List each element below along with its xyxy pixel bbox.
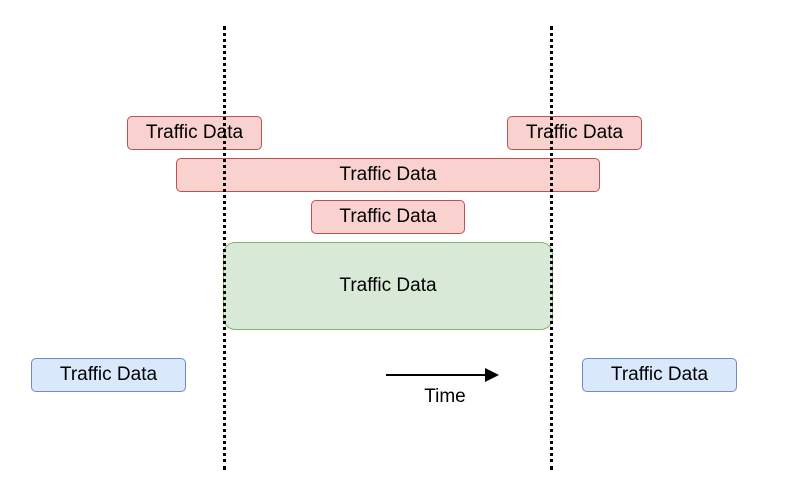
time-arrow <box>386 366 500 384</box>
time-arrow-icon <box>386 368 499 382</box>
traffic-data-box-red-top-left: Traffic Data <box>127 116 262 150</box>
time-label: Time <box>424 386 466 407</box>
window-start-dotted-line <box>223 26 226 470</box>
window-end-dotted-line <box>550 26 553 470</box>
box-label: Traffic Data <box>339 164 437 185</box>
traffic-data-box-blue-right: Traffic Data <box>582 358 737 392</box>
box-label: Traffic Data <box>525 122 624 143</box>
traffic-data-box-blue-left: Traffic Data <box>31 358 186 392</box>
box-label: Traffic Data <box>145 122 244 143</box>
traffic-data-box-red-wide: Traffic Data <box>176 158 600 192</box>
traffic-data-box-red-small: Traffic Data <box>311 200 465 234</box>
box-label: Traffic Data <box>610 364 709 385</box>
box-label: Traffic Data <box>339 206 437 227</box>
box-label: Traffic Data <box>59 364 158 385</box>
traffic-data-box-red-top-right: Traffic Data <box>507 116 642 150</box>
box-label: Traffic Data <box>339 275 437 296</box>
traffic-data-box-green-main: Traffic Data <box>223 242 553 330</box>
